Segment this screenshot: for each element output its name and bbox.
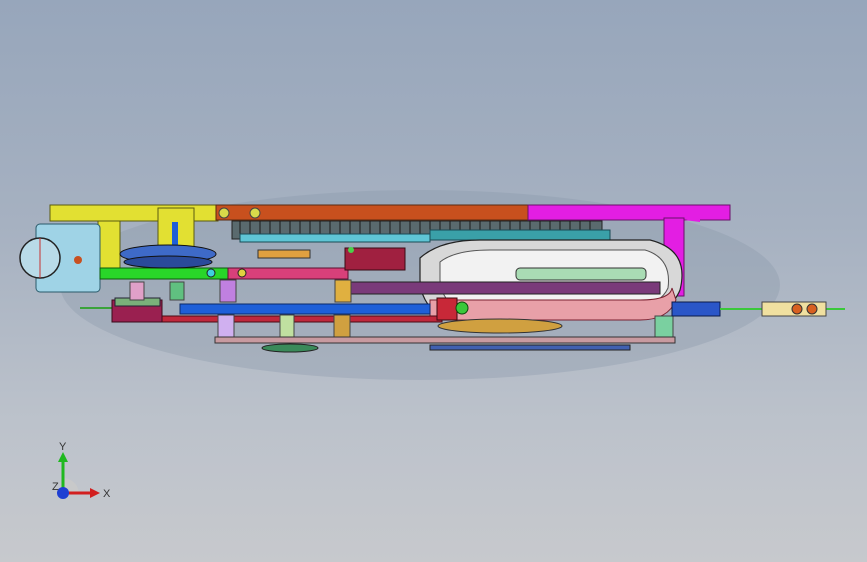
pillar xyxy=(333,314,351,338)
magenta-leg-fillet xyxy=(684,214,700,222)
pillar xyxy=(217,314,235,338)
bottom-bar xyxy=(214,336,676,344)
screw-head xyxy=(206,268,216,278)
pink-bar xyxy=(227,267,349,280)
pillar xyxy=(219,279,237,303)
blue-end-block xyxy=(671,301,721,317)
bottom-gear-small xyxy=(261,343,319,353)
pillar xyxy=(654,315,674,339)
long-shaft xyxy=(179,303,431,315)
green-slot xyxy=(515,267,647,281)
z-axis-dot xyxy=(57,487,69,499)
green-knob xyxy=(455,301,469,315)
red-knob xyxy=(436,297,458,321)
end-roller xyxy=(791,303,803,315)
end-roller xyxy=(806,303,818,315)
pink-belt-end xyxy=(429,287,677,321)
orange-top-plate xyxy=(215,204,529,221)
cyan-gear-strip xyxy=(239,233,431,243)
y-axis-head xyxy=(58,452,68,462)
yellow-left-leg xyxy=(97,220,121,270)
green-screw xyxy=(348,247,354,253)
y-axis-label: Y xyxy=(59,441,67,453)
bottom-gear xyxy=(437,318,563,334)
magenta-top-plate xyxy=(527,204,731,221)
pillar xyxy=(129,281,145,301)
bottom-bar-2 xyxy=(429,344,631,351)
orange-component xyxy=(257,249,311,259)
vertical-shaft xyxy=(172,222,178,252)
pillar xyxy=(169,281,185,301)
screw-head xyxy=(249,207,261,219)
pillar xyxy=(279,314,295,338)
mechanical-assembly[interactable] xyxy=(19,204,845,353)
x-axis-label: X xyxy=(103,488,111,500)
teal-gear-strip xyxy=(429,229,611,241)
red-component xyxy=(344,247,406,271)
x-axis-head xyxy=(90,488,100,498)
purple-rail xyxy=(349,281,661,295)
coordinate-triad: Y X Z xyxy=(52,441,111,500)
z-axis-label: Z xyxy=(52,481,59,493)
pulley-hub xyxy=(74,256,82,264)
screw-head xyxy=(218,207,230,219)
screw-head xyxy=(237,268,247,278)
pillar xyxy=(334,279,352,303)
blue-gear-lower xyxy=(123,255,213,269)
